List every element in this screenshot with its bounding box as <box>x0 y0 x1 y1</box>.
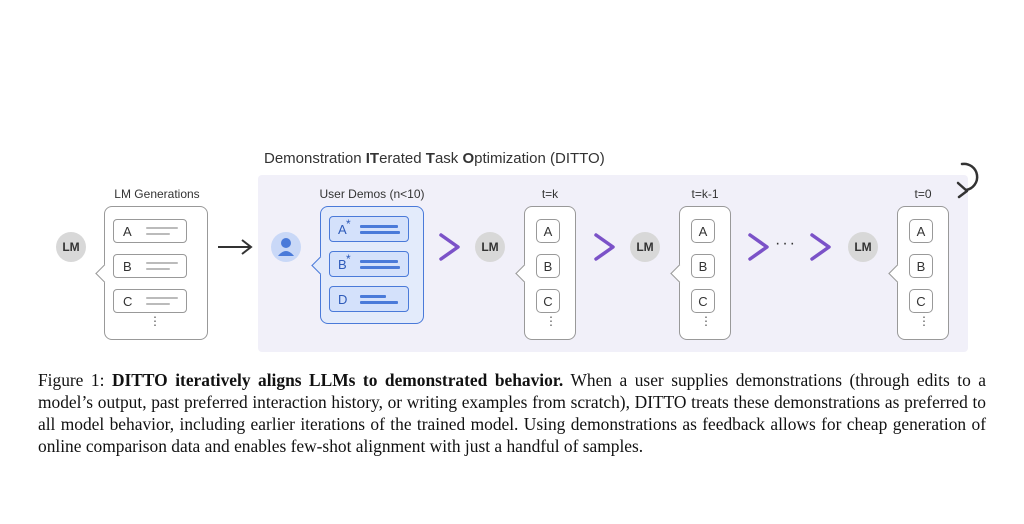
chevron-right-icon <box>439 233 460 261</box>
figure-title: Demonstration ITerated Task Optimization… <box>264 150 605 167</box>
step-bubble: A B C ⋮ <box>515 206 576 340</box>
chevron-right-icon <box>594 233 615 261</box>
demos-bubble: A* B* D <box>311 206 424 324</box>
ellipsis-vertical: ⋮ <box>918 314 930 328</box>
step-item: C <box>909 289 933 313</box>
lm-node: LM <box>475 232 505 262</box>
lm-node: LM <box>630 232 660 262</box>
step-bubble: A B C ⋮ <box>670 206 731 340</box>
step-item: B <box>691 254 715 278</box>
step-item: B <box>909 254 933 278</box>
step-label: t=0 <box>914 187 932 201</box>
demo-item: A* <box>329 216 409 242</box>
ellipsis-horizontal: ··· <box>775 235 797 252</box>
step-label: t=k <box>541 187 559 201</box>
figure-caption: Figure 1: DITTO iteratively aligns LLMs … <box>38 370 986 456</box>
chevron-right-icon <box>810 233 831 261</box>
generations-bubble: A B C ⋮ <box>95 206 208 340</box>
generation-item: B <box>113 254 187 278</box>
ellipsis-vertical: ⋮ <box>700 314 712 328</box>
demos-label: User Demos (n<10) <box>319 187 425 201</box>
chevron-right-icon <box>748 233 769 261</box>
lm-node: LM <box>848 232 878 262</box>
demo-item: D <box>329 286 409 312</box>
demo-item: B* <box>329 251 409 277</box>
generations-label: LM Generations <box>114 187 200 201</box>
loop-arrow-icon <box>956 162 979 199</box>
step-label: t=k-1 <box>691 187 719 201</box>
step-item: A <box>536 219 560 243</box>
step-item: A <box>909 219 933 243</box>
generation-item: A <box>113 219 187 243</box>
bubble-tail <box>95 264 114 283</box>
lm-node-initial: LM <box>56 232 86 262</box>
user-avatar-icon <box>271 232 301 262</box>
step-item: B <box>536 254 560 278</box>
step-item: C <box>536 289 560 313</box>
generation-item: C <box>113 289 187 313</box>
ellipsis-vertical: ⋮ <box>545 314 557 328</box>
step-item: C <box>691 289 715 313</box>
step-item: A <box>691 219 715 243</box>
ellipsis-vertical: ⋮ <box>149 314 161 328</box>
arrow-right-icon <box>218 239 253 255</box>
step-bubble: A B C ⋮ <box>888 206 949 340</box>
